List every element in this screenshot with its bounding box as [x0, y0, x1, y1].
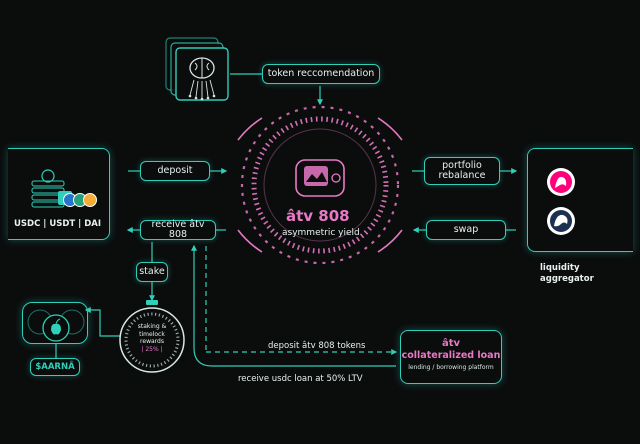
wallet-icon — [58, 191, 97, 207]
center-subtitle: asymmetric yield — [282, 228, 360, 238]
loan-title-line1: âtv — [441, 338, 461, 349]
portfolio-label-line2: rebalance — [438, 170, 486, 181]
stablecoin-label: USDC | USDT | DAI — [14, 219, 102, 229]
receive-atv-label: receive âtv 808 — [151, 219, 205, 240]
deposit-label: deposit — [157, 165, 193, 176]
brain-chip-icon — [165, 37, 229, 101]
stake-pill: stake — [136, 262, 168, 282]
timer-line1: staking & — [137, 323, 167, 330]
liquidity-panel — [527, 148, 633, 252]
receive-atv-pill: receive âtv 808 — [140, 220, 216, 240]
sarna-label: $AARNÂ — [35, 362, 75, 372]
token-recommendation-label: token reccomendation — [267, 68, 375, 79]
uniswap-icon — [547, 168, 575, 196]
liquidity-label-line1: liquidity — [540, 263, 580, 273]
center-title: âtv 808 — [286, 207, 350, 225]
token-recommendation-pill: token reccomendation — [262, 64, 380, 84]
liquidity-label-line2: aggregator — [540, 274, 594, 284]
swap-label: swap — [453, 224, 479, 235]
deposit-tokens-label: deposit âtv 808 tokens — [268, 341, 366, 351]
apple-coin-panel — [22, 302, 88, 344]
loan-subtitle: lending / borrowing platform — [408, 364, 494, 371]
timer-line2: timelock — [139, 330, 165, 338]
liquidity-label: liquidity aggregator — [540, 263, 594, 285]
receive-usdc-label: receive usdc loan at 50% LTV — [238, 374, 363, 384]
timer-line3: rewards — [140, 338, 164, 345]
timer-text: staking & timelock rewards | 25% | — [136, 323, 168, 353]
timer-percentage: | 25% | — [141, 345, 163, 353]
portfolio-label-line1: portfolio — [442, 160, 482, 171]
swap-pill: swap — [426, 220, 506, 240]
atv-logo-icon — [295, 159, 345, 197]
loan-title-line2: collateralized loan — [401, 350, 501, 361]
apple-icon — [27, 309, 85, 342]
stopwatch-icon — [119, 300, 185, 373]
sarna-pill: $AARNÂ — [30, 358, 80, 376]
stake-label: stake — [139, 266, 165, 277]
loan-panel: âtv collateralized loan lending / borrow… — [400, 330, 502, 384]
stablecoin-panel — [8, 148, 110, 240]
1inch-icon — [547, 207, 575, 235]
portfolio-pill: portfolio rebalance — [424, 157, 500, 185]
deposit-pill: deposit — [140, 161, 210, 181]
